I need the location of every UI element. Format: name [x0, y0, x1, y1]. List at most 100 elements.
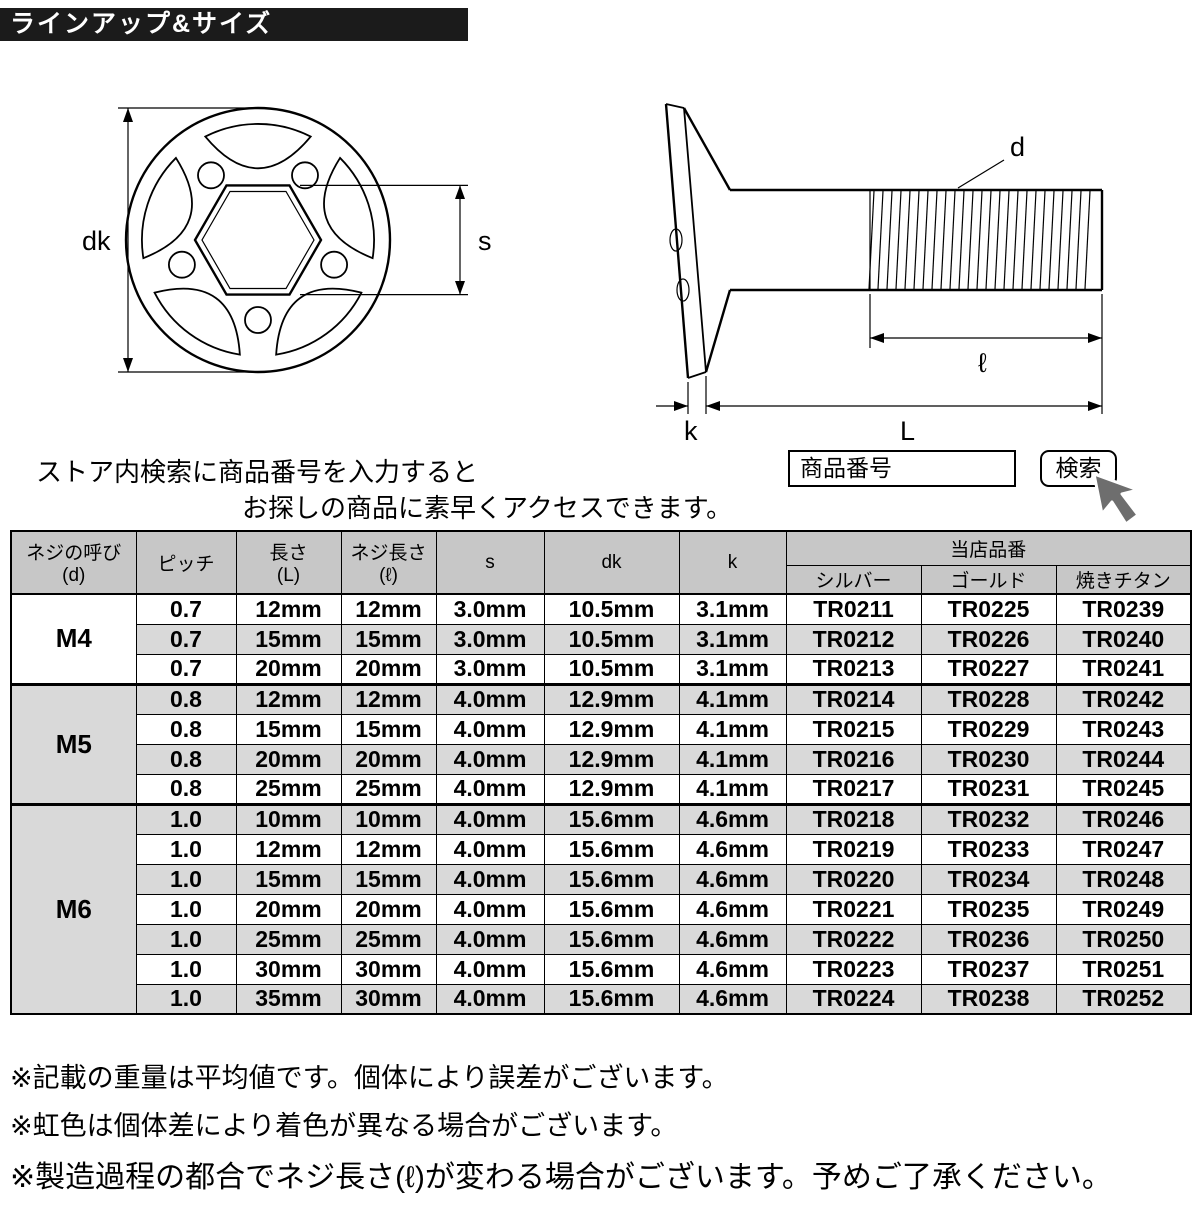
product-code-cell: TR0229 — [920, 713, 1057, 745]
col-header-length-line2: (L) — [276, 565, 301, 586]
spec-cell: 4.6mm — [678, 983, 787, 1015]
product-code-cell: TR0236 — [920, 923, 1057, 955]
dim-label-d: d — [1010, 132, 1025, 162]
spec-cell: 10.5mm — [543, 653, 680, 685]
product-code-cell: TR0242 — [1055, 682, 1192, 715]
spec-cell: 30mm — [235, 953, 342, 985]
product-code-cell: TR0221 — [785, 893, 922, 925]
spec-cell: 4.0mm — [435, 713, 545, 745]
spec-cell: 4.0mm — [435, 802, 545, 835]
dim-label-dk: dk — [82, 226, 111, 256]
spec-cell: 25mm — [235, 923, 342, 955]
product-number-input[interactable]: 商品番号 — [788, 450, 1016, 487]
product-code-cell: TR0223 — [785, 953, 922, 985]
dim-label-l: ℓ — [978, 348, 987, 378]
col-header-size-line1: ネジの呼び — [26, 543, 122, 564]
spec-cell: 0.7 — [135, 623, 237, 655]
spec-cell: 15.6mm — [543, 983, 680, 1015]
spec-cell: 3.0mm — [435, 653, 545, 685]
spec-cell: 0.8 — [135, 773, 237, 805]
spec-cell: 20mm — [340, 893, 437, 925]
spec-table: ネジの呼び (d) ピッチ 長さ (L) ネジ長さ (ℓ) s dk k 当店品… — [10, 530, 1193, 1015]
spec-cell: 25mm — [340, 773, 437, 805]
spec-cell: 12mm — [235, 593, 342, 625]
spec-cell: 1.0 — [135, 863, 237, 895]
spec-cell: 12mm — [235, 682, 342, 715]
spec-cell: 10.5mm — [543, 623, 680, 655]
spec-cell: 4.0mm — [435, 743, 545, 775]
spec-cell: 15mm — [340, 713, 437, 745]
product-code-cell: TR0237 — [920, 953, 1057, 985]
bolt-head-front-view: dk s — [82, 106, 492, 374]
spec-cell: 0.8 — [135, 713, 237, 745]
bolt-side-view: d ℓ k L — [656, 103, 1104, 445]
spec-cell: 0.7 — [135, 593, 237, 625]
spec-cell: 4.6mm — [678, 833, 787, 865]
product-code-cell: TR0222 — [785, 923, 922, 955]
search-instruction-line2: お探しの商品に素早くアクセスできます。 — [242, 493, 733, 523]
section-banner: ラインアップ&サイズ — [0, 8, 468, 41]
spec-cell: 0.8 — [135, 743, 237, 775]
product-code-cell: TR0246 — [1055, 802, 1192, 835]
product-code-cell: TR0234 — [920, 863, 1057, 895]
product-code-cell: TR0233 — [920, 833, 1057, 865]
product-code-cell: TR0217 — [785, 773, 922, 805]
spec-cell: 12.9mm — [543, 682, 680, 715]
col-header-pitch: ピッチ — [135, 530, 237, 595]
col-header-thread-length-line2: (ℓ) — [379, 565, 398, 586]
product-code-cell: TR0251 — [1055, 953, 1192, 985]
product-code-cell: TR0243 — [1055, 713, 1192, 745]
spec-cell: 20mm — [235, 653, 342, 685]
product-code-cell: TR0219 — [785, 833, 922, 865]
spec-cell: 4.0mm — [435, 682, 545, 715]
spec-cell: 15.6mm — [543, 893, 680, 925]
spec-cell: 15mm — [340, 863, 437, 895]
spec-cell: 1.0 — [135, 983, 237, 1015]
spec-cell: 4.0mm — [435, 863, 545, 895]
spec-cell: 3.0mm — [435, 593, 545, 625]
spec-cell: 3.0mm — [435, 623, 545, 655]
spec-cell: 10mm — [340, 802, 437, 835]
col-header-dk: dk — [543, 530, 680, 595]
spec-cell: 20mm — [235, 743, 342, 775]
spec-cell: 1.0 — [135, 893, 237, 925]
spec-cell: 15.6mm — [543, 953, 680, 985]
product-code-cell: TR0239 — [1055, 593, 1192, 625]
spec-cell: 25mm — [340, 923, 437, 955]
spec-cell: 0.8 — [135, 682, 237, 715]
bolt-technical-drawing: dk s d ℓ — [82, 103, 1104, 445]
col-header-silver: シルバー — [785, 564, 922, 595]
spec-cell: 4.0mm — [435, 983, 545, 1015]
spec-cell: 4.6mm — [678, 863, 787, 895]
spec-cell: 15.6mm — [543, 802, 680, 835]
spec-cell: 15mm — [235, 863, 342, 895]
dim-label-k: k — [684, 416, 698, 445]
spec-cell: 4.6mm — [678, 893, 787, 925]
spec-cell: 30mm — [340, 953, 437, 985]
spec-cell: 1.0 — [135, 953, 237, 985]
col-header-k: k — [678, 530, 787, 595]
product-code-cell: TR0226 — [920, 623, 1057, 655]
spec-cell: 3.1mm — [678, 593, 787, 625]
size-group-label: M5 — [10, 682, 137, 805]
spec-cell: 1.0 — [135, 833, 237, 865]
spec-cell: 12mm — [340, 593, 437, 625]
product-code-cell: TR0247 — [1055, 833, 1192, 865]
spec-cell: 12mm — [235, 833, 342, 865]
col-header-thread-length-line1: ネジ長さ — [350, 543, 427, 564]
spec-cell: 12mm — [340, 833, 437, 865]
product-code-cell: TR0211 — [785, 593, 922, 625]
col-header-length: 長さ (L) — [235, 530, 342, 595]
spec-cell: 20mm — [235, 893, 342, 925]
cursor-arrow-icon — [1092, 472, 1140, 526]
